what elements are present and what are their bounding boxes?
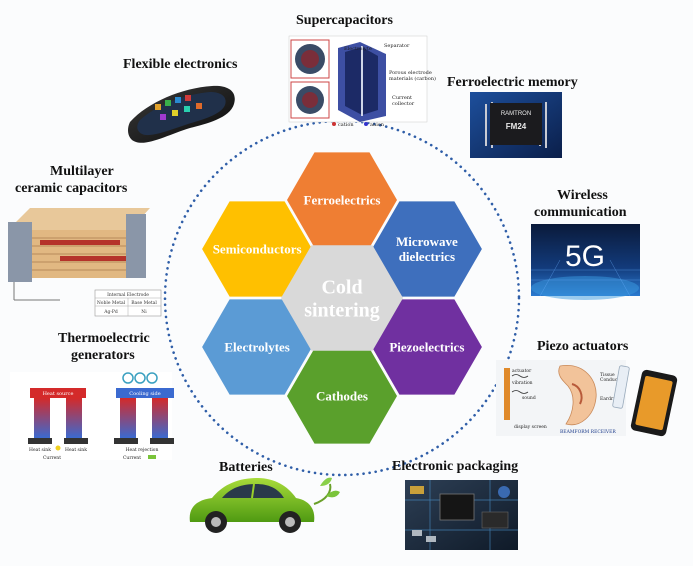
piezo-eardrum-label: Eardrum: [600, 396, 621, 402]
supercap-electrolyte-label: Electrolyte: [344, 46, 372, 52]
thermoelectric-image: Heat source Heat sink Heat sink Current …: [10, 372, 174, 461]
electronic-packaging-image: [405, 480, 518, 550]
hex-microwave-dielectrics-label-line-2: dielectrics: [399, 249, 455, 264]
5g-text: 5G: [565, 240, 605, 273]
supercap-cation-label: cation: [338, 122, 354, 128]
piezo-display-label: display screen: [514, 424, 547, 430]
piezo-actuator-label: actuator: [512, 368, 532, 374]
supercap-porous-label-1: Porous electrode: [389, 70, 432, 76]
hex-microwave-dielectrics-shape: [371, 201, 482, 297]
thermo-current-label-1: Current: [43, 455, 61, 461]
hex-semiconductors-shape: [202, 201, 313, 297]
thermo-heat-rejection-label: Heat rejection: [126, 447, 159, 453]
electric-car-image: [189, 477, 340, 533]
thermo-current-label-2: Current: [123, 455, 141, 461]
supercap-porous-label-2: materials (carbon): [389, 75, 436, 82]
supercap-separator-label: Separator: [384, 43, 410, 49]
hex-microwave-dielectrics-label-line-1: Microwave: [396, 234, 458, 249]
chip-brand-text: RAMTRON: [501, 111, 531, 117]
label-supercapacitors: Supercapacitors: [296, 13, 393, 28]
piezo-sound-label: sound: [522, 395, 536, 401]
label-mlcc-line1: Multilayer: [50, 164, 114, 179]
piezo-tissue-label-2: Conduction: [600, 377, 626, 383]
supercapacitor-image: Electrolyte Separator Porous electrode m…: [288, 35, 436, 128]
hex-cathodes-shape: [287, 348, 397, 444]
thermo-cooling-side-label: Cooling side: [129, 391, 160, 397]
label-thermoelectric-line1: Thermoelectric: [58, 331, 150, 346]
hex-electrolytes: Electrolytes: [202, 299, 313, 395]
hex-cold-sintering-label-line-2: sintering: [304, 300, 380, 322]
piezo-actuator-image: actuator vibration sound display screen …: [496, 360, 678, 437]
ferroelectric-memory-chip-image: RAMTRON FM24: [470, 92, 562, 158]
hex-cathodes-label-line-1: Cathodes: [316, 389, 368, 404]
label-ferroelectric-memory: Ferroelectric memory: [447, 75, 578, 90]
hex-semiconductors-label-line-1: Semiconductors: [213, 242, 302, 257]
thermo-heat-sink-label-2: Heat sink: [65, 447, 87, 453]
hex-electrolytes-shape: [202, 299, 313, 395]
label-flexible-electronics: Flexible electronics: [123, 57, 238, 72]
thermo-heat-sink-label-1: Heat sink: [29, 447, 51, 453]
label-mlcc-line2: ceramic capacitors: [15, 181, 128, 196]
hex-piezoelectrics-shape: [371, 299, 482, 395]
hex-ferroelectrics-shape: [287, 152, 397, 248]
hex-electrolytes-label-line-1: Electrolytes: [224, 340, 289, 355]
hex-ferroelectrics-label-line-1: Ferroelectrics: [304, 193, 381, 208]
piezo-receiver-label: BEAMFORM RECEIVER: [560, 429, 616, 435]
label-batteries: Batteries: [219, 460, 273, 475]
mlcc-table-val2: Ni: [141, 309, 147, 315]
hex-piezoelectrics-label-line-1: Piezoelectrics: [389, 340, 464, 355]
flexible-phone-image: [128, 85, 235, 143]
supercap-collector-label-2: collector: [392, 101, 415, 107]
mlcc-table-col1: Noble Metal: [97, 300, 126, 306]
hex-ferroelectrics: Ferroelectrics: [287, 152, 397, 248]
supercap-collector-label-1: Current: [392, 95, 412, 101]
thermo-heat-source-label: Heat source: [43, 391, 74, 397]
piezo-tissue-label-1: Tissue: [600, 372, 615, 378]
5g-image: 5G: [531, 224, 640, 300]
piezo-vibration-label: vibration: [511, 380, 533, 386]
chip-model-text: FM24: [506, 122, 527, 131]
hex-cathodes: Cathodes: [287, 348, 397, 444]
mlcc-image: Internal Electrode Noble Metal Base Meta…: [8, 208, 162, 317]
mlcc-table-header: Internal Electrode: [107, 292, 149, 298]
hex-cold-sintering-shape: [281, 245, 403, 351]
mlcc-table-val1: Ag-Pd: [103, 309, 118, 315]
hex-cold-sintering-label-line-1: Cold: [321, 277, 362, 299]
label-wireless-line2: communication: [534, 205, 627, 220]
hex-piezoelectrics: Piezoelectrics: [371, 299, 482, 395]
label-wireless-line1: Wireless: [557, 188, 608, 203]
label-electronic-packaging: Electronic packaging: [392, 459, 519, 474]
label-piezo-actuators: Piezo actuators: [537, 339, 629, 354]
label-thermoelectric-line2: generators: [71, 348, 135, 363]
hex-semiconductors: Semiconductors: [202, 201, 313, 297]
dotted-ring: [163, 119, 521, 477]
mlcc-table-col2: Base Metal: [131, 300, 157, 306]
supercap-anion-label: anion: [370, 122, 385, 128]
